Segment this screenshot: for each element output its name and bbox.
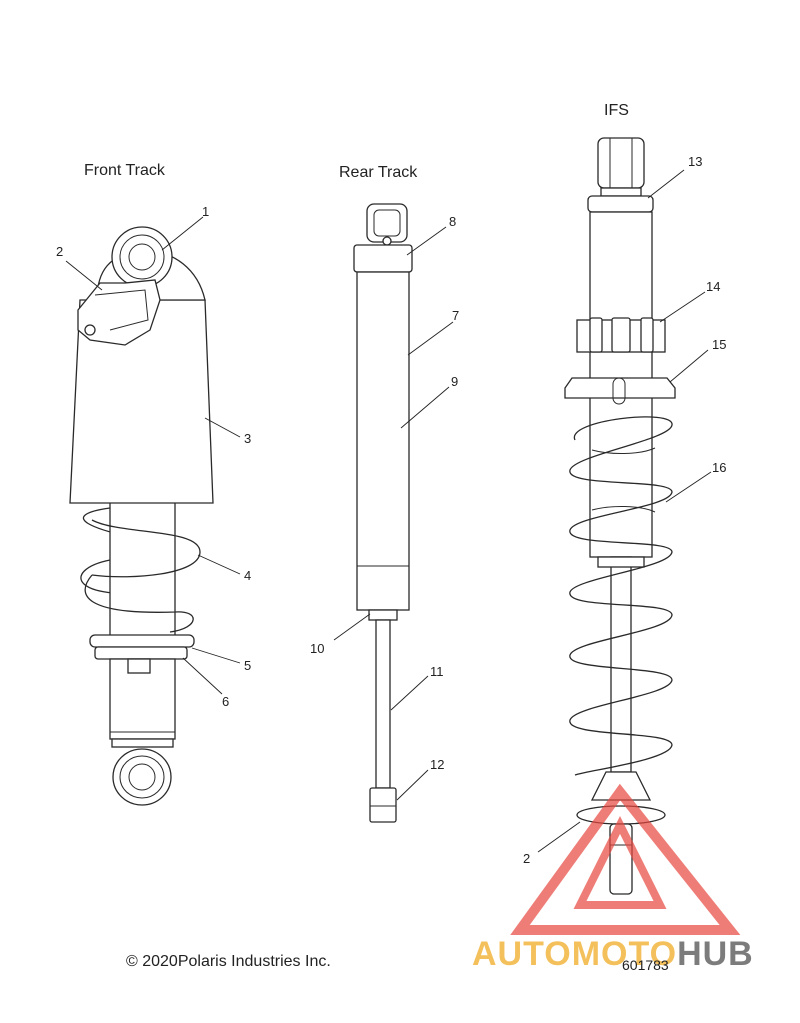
callout-13: 13: [688, 154, 702, 169]
ifs-top-cap: [587, 195, 654, 213]
front-collar: [94, 646, 188, 660]
watermark-text: AUTOMOTOHUB: [472, 935, 754, 974]
ifs-coil-spring: [569, 416, 673, 776]
rear-shock-body: [356, 271, 410, 611]
callout-15: 15: [712, 337, 726, 352]
watermark-text-b: HUB: [677, 935, 754, 973]
watermark-logo: [510, 783, 741, 935]
ifs-shock: [564, 137, 676, 895]
ifs-spring-retainer: [564, 377, 676, 399]
rear-track-shock: [353, 203, 413, 823]
rear-end-cap: [353, 244, 413, 273]
front-clip: [127, 658, 151, 674]
front-shock-body: [109, 499, 176, 641]
callout-12: 12: [430, 757, 444, 772]
callout-2-ifs: 2: [523, 851, 530, 866]
callout-10: 10: [310, 641, 324, 656]
callout-5: 5: [244, 658, 251, 673]
watermark-text-a: AUTOMOTO: [472, 935, 678, 973]
callout-7: 7: [452, 308, 459, 323]
front-knurl: [111, 738, 174, 748]
front-boot-cutaway: [77, 279, 161, 346]
callout-16: 16: [712, 460, 726, 475]
ifs-upper-eyelet: [597, 137, 645, 189]
front-spring-seat: [89, 634, 195, 648]
callout-3: 3: [244, 431, 251, 446]
copyright-text: © 2020Polaris Industries Inc.: [126, 953, 331, 970]
callout-2: 2: [56, 244, 63, 259]
front-lower-eyelet: [112, 748, 172, 806]
ifs-label: IFS: [604, 102, 629, 119]
front-upper-eyelet: [111, 226, 173, 288]
front-track-label: Front Track: [84, 162, 166, 179]
callout-6: 6: [222, 694, 229, 709]
rear-seal: [368, 609, 398, 621]
callout-1: 1: [202, 204, 209, 219]
ifs-shaft: [610, 556, 632, 773]
front-track-shock: [69, 226, 214, 806]
callout-4: 4: [244, 568, 251, 583]
callout-8: 8: [449, 214, 456, 229]
rear-track-label: Rear Track: [339, 164, 418, 181]
rear-shaft: [375, 619, 391, 789]
callout-11: 11: [430, 664, 444, 679]
rear-bumper: [369, 787, 397, 823]
callout-14: 14: [706, 279, 720, 294]
ifs-eyelet-neck: [600, 187, 642, 197]
ifs-seal-head: [597, 556, 645, 568]
callout-9: 9: [451, 374, 458, 389]
part-number: 601783: [622, 957, 669, 973]
